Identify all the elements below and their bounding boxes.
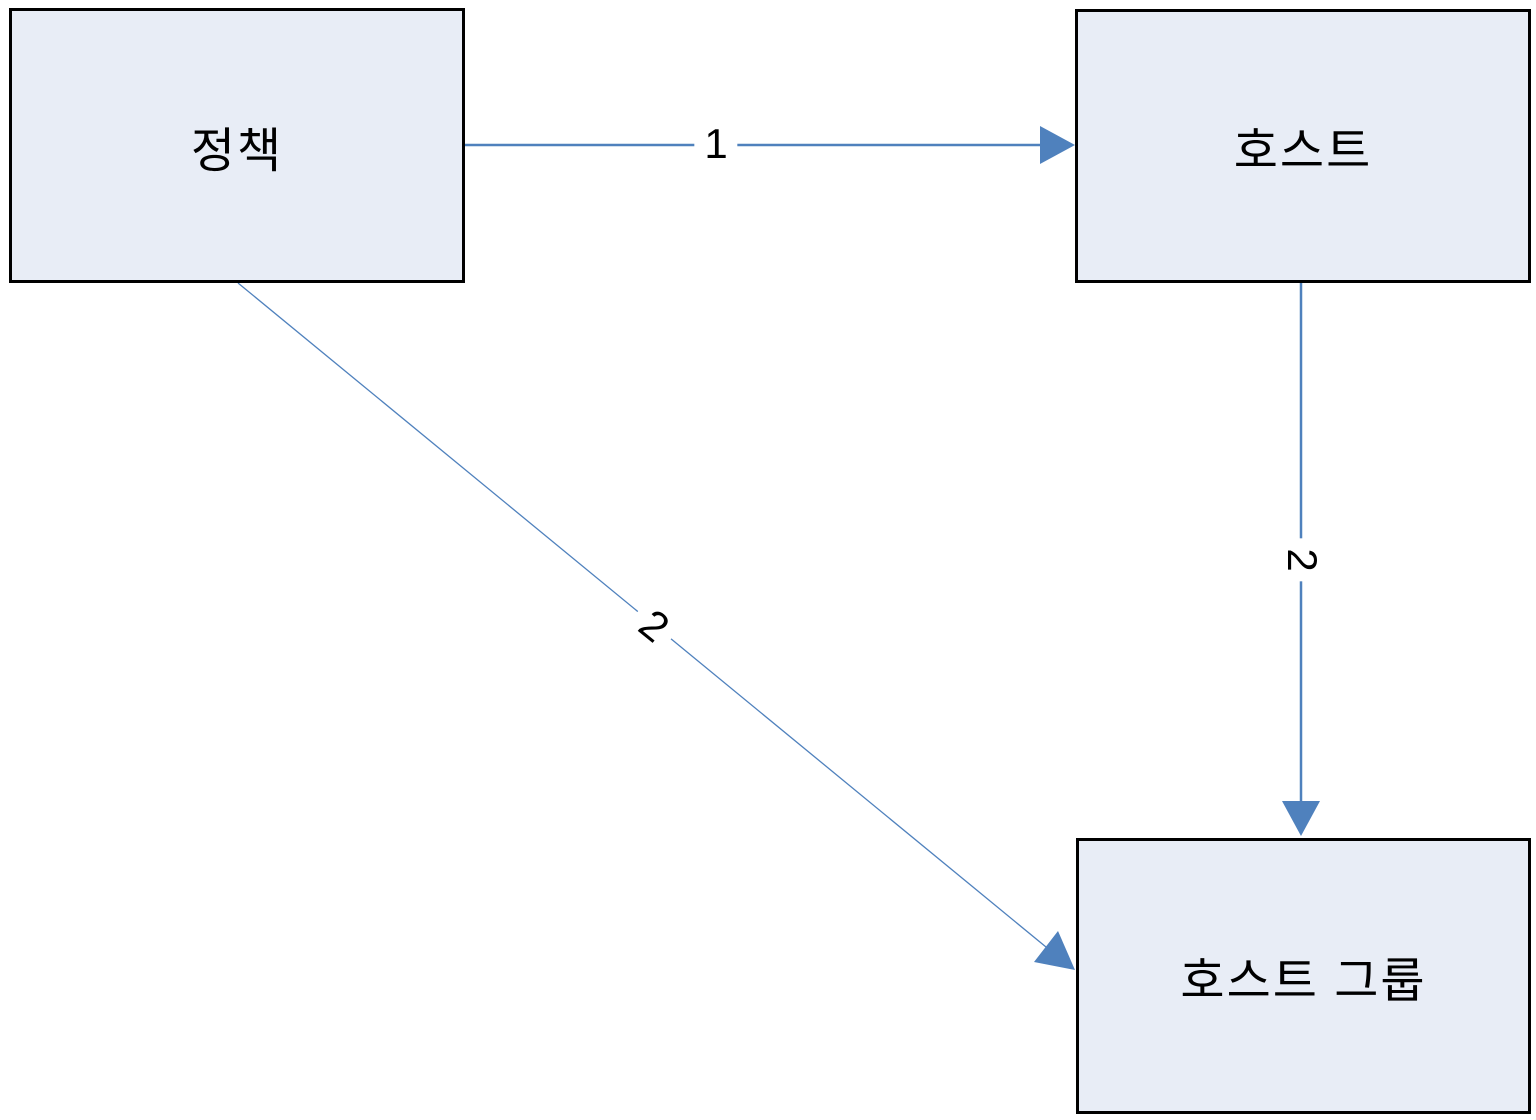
connector-label-2-vertical: 2 [1279, 538, 1326, 582]
node-host-label: 호스트 [1233, 125, 1373, 178]
connector-policy-host-arrowhead-icon [1040, 126, 1075, 164]
connector-label-1: 1 [694, 121, 738, 167]
node-policy: 정책 [9, 8, 465, 283]
node-host-group-label: 호스트 그룹 [1180, 955, 1427, 1008]
connector-host-hostgroup-arrowhead-icon [1282, 801, 1320, 836]
node-host-group: 호스트 그룹 [1076, 838, 1531, 1114]
connector-policy-hostgroup-arrowhead-icon [1034, 931, 1075, 970]
node-host: 호스트 [1075, 9, 1531, 283]
node-policy-label: 정책 [190, 124, 284, 178]
